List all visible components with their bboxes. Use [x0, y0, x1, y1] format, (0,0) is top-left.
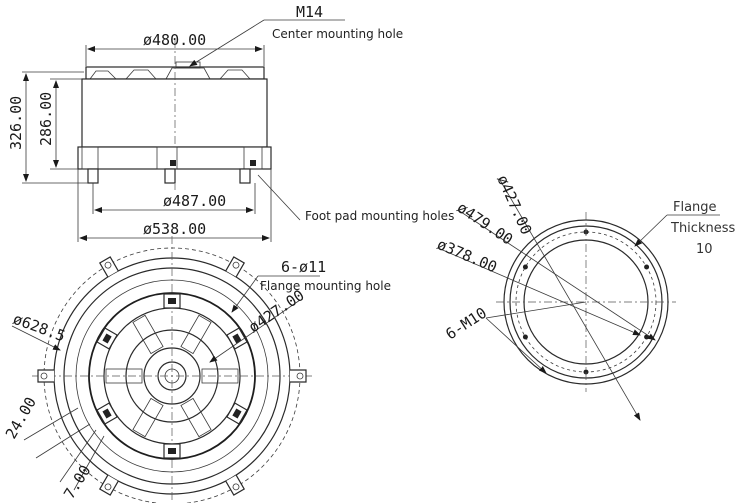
flange-427-leader — [499, 179, 641, 421]
flange-label-leader — [634, 214, 668, 247]
dim-7: 7.00 — [60, 462, 94, 502]
flange-378-leader — [437, 247, 641, 336]
pcd-427-bottom: ø427.00 — [245, 286, 307, 336]
thickness-label: Thickness — [670, 221, 735, 236]
flange-ears — [37, 256, 307, 496]
dim-326: 326.00 — [7, 96, 25, 150]
foot-pad-leader — [257, 174, 301, 221]
flange-holes — [522, 229, 650, 375]
spokes — [105, 314, 239, 438]
dim-286: 286.00 — [37, 92, 55, 146]
center-hole-note: Center mounting hole — [272, 27, 403, 41]
dim-538: ø538.00 — [143, 220, 206, 238]
thickness-value: 10 — [696, 242, 713, 257]
dim-24: 24.00 — [2, 394, 40, 442]
flange-dia-378: ø378.00 — [434, 235, 499, 276]
dia-628-leader — [11, 325, 61, 351]
foot-pad-blocks — [96, 293, 248, 459]
flange-view — [496, 212, 676, 392]
motor-body — [81, 78, 268, 148]
m14-leader — [189, 19, 265, 67]
flange-view-dims: ø427.00 ø479.00 ø378.00 6-M10 Flange Thi… — [434, 172, 735, 421]
bottom-view-dims: 6-ø11 Flange mounting hole ø427.00 ø628.… — [2, 258, 391, 502]
m14-label: M14 — [296, 3, 323, 21]
flange-label: Flange — [673, 200, 717, 215]
flange-threads: 6-M10 — [442, 304, 490, 344]
flange-hole-note: Flange mounting hole — [260, 279, 391, 293]
foot-pad-note: Foot pad mounting holes — [305, 209, 454, 223]
bottom-view — [32, 236, 312, 503]
pcd-427-leader — [209, 299, 301, 363]
flange-479-leader — [457, 209, 656, 341]
flange-holes-label: 6-ø11 — [281, 258, 326, 276]
dim-487: ø487.00 — [163, 192, 226, 210]
dim-480: ø480.00 — [143, 31, 206, 49]
side-view: M14 Center mounting hole ø480.00 326.00 … — [7, 3, 454, 242]
